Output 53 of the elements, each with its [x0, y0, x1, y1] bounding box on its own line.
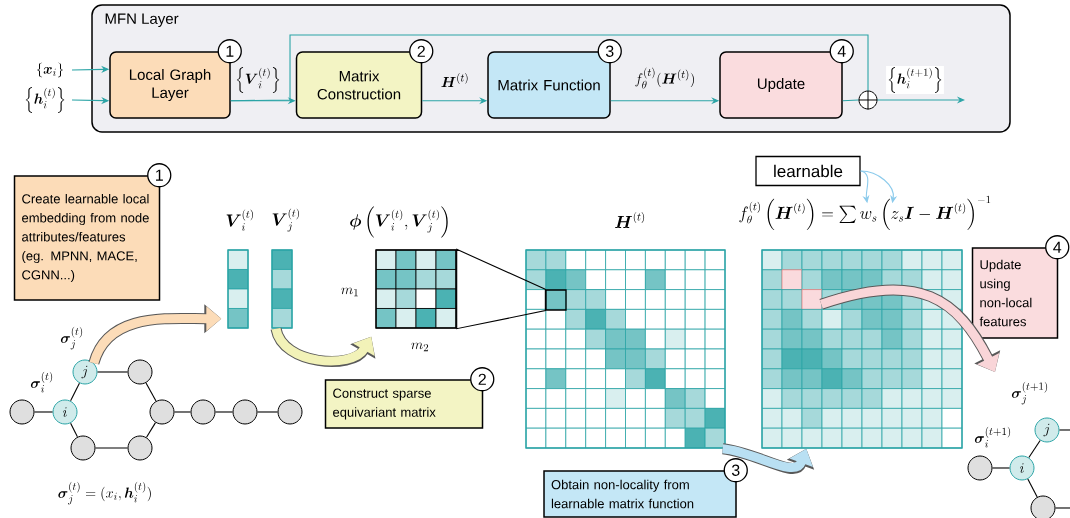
graph-edge — [94, 447, 129, 449]
graph-edge — [145, 382, 157, 402]
graph-node — [190, 399, 216, 425]
node-label: $\boldsymbol{\sigma}_i^{(t)}$ — [30, 371, 53, 393]
graph-edge — [70, 382, 80, 402]
edge-label: $\left\{\boldsymbol{V}_i^{(t)}\right\}$ — [234, 66, 282, 94]
sum-symbol — [858, 90, 878, 110]
matrix-label: $\boldsymbol{V}_i^{(t)}$ — [226, 209, 253, 231]
node-label: $\boldsymbol{\sigma}_j^{(t+1)}$ — [1011, 381, 1048, 405]
graph-edge — [991, 467, 1011, 469]
edge-label: $\boldsymbol{H}^{(t)}$ — [439, 72, 471, 88]
graph-node: $j$ — [1034, 417, 1060, 443]
graph-edge — [33, 411, 54, 413]
tag-box: learnable — [755, 155, 861, 187]
skip-connection — [230, 34, 869, 102]
graph-edge — [214, 411, 234, 413]
equation-label: $\boldsymbol{\sigma}_j^{(t)}=(x_i,\boldsymbol{h}_i^{(t)})$ — [58, 481, 151, 505]
graph-node: $j$ — [72, 359, 98, 385]
graph-edge — [1058, 429, 1070, 431]
node-label: $\boldsymbol{\sigma}_i^{(t+1)}$ — [974, 426, 1011, 448]
edge-label: $\{\boldsymbol{x}_i\}$ — [34, 61, 66, 79]
graph-node: $i$ — [1009, 455, 1035, 481]
edge-label: $\left\{\boldsymbol{h}_i^{(t)}\right\}$ — [23, 86, 67, 114]
curved-arrow — [819, 284, 1001, 372]
dimension-label: $m_1$ — [341, 287, 358, 297]
graph-edge — [1028, 439, 1041, 459]
graph-node — [9, 399, 35, 425]
graph-edge — [146, 422, 157, 438]
graph-node: $i$ — [52, 399, 78, 425]
matrix-label: $\boldsymbol{V}_j^{(t)}$ — [272, 208, 299, 232]
connector-line — [842, 99, 860, 102]
graph-node — [127, 435, 153, 461]
graph-node — [232, 399, 258, 425]
graph-node — [967, 455, 993, 481]
dimension-label: $m_2$ — [411, 342, 429, 352]
graph-node — [149, 399, 175, 425]
graph-node — [1030, 495, 1056, 518]
graph-node — [127, 359, 153, 385]
graph-edge — [1027, 478, 1038, 498]
matrix-label: $\boldsymbol{\phi}\left(\boldsymbol{V}_i^{(t)},\boldsymbol{V}_j^{(t)}\right)$ — [350, 206, 448, 238]
zoom-lines — [456, 248, 546, 330]
edge-label: $\left\{\boldsymbol{h}_i^{(t+1)}\right\}$ — [886, 66, 944, 94]
matrix-label: $\boldsymbol{H}^{(t)}$ — [615, 212, 645, 228]
graph-edge — [1054, 507, 1070, 509]
graph-edge — [96, 371, 129, 373]
zoomed-cell — [545, 289, 567, 311]
graph-edge — [256, 411, 279, 413]
node-label: $\boldsymbol{\sigma}_j^{(t)}$ — [60, 326, 83, 350]
graph-edge — [173, 411, 192, 413]
graph-node — [277, 399, 303, 425]
graph-edge — [70, 422, 78, 438]
graph-node — [70, 435, 96, 461]
matrix-label: $f_{\theta}^{(t)}\left(\boldsymbol{H}^{(t)}\right)=\sum w_s\left(z_s\boldsymbol{I}-\boldsymbol{H}^{(t)}\right)^{-1}$ — [739, 195, 991, 230]
